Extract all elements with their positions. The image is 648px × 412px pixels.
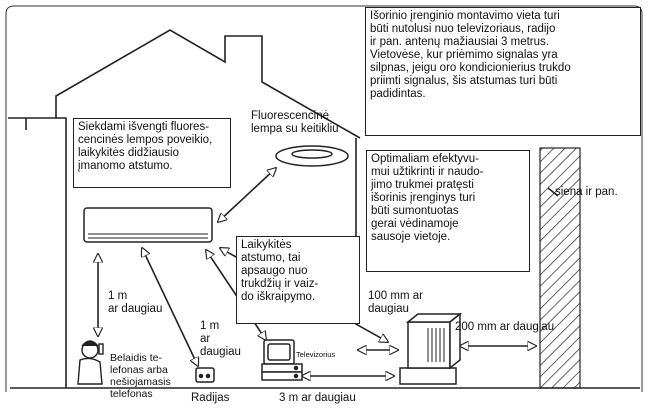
house: [8, 29, 640, 389]
wall-label: siena ir pan.: [555, 186, 618, 198]
three-meter-label: 3 m ar daugiau: [279, 392, 356, 404]
person-with-phone: [77, 340, 104, 385]
interference-note: Laikykitės atstumo, tai apsaugo nuo truk…: [236, 236, 360, 324]
wall: [539, 147, 581, 389]
tv-set: [261, 339, 303, 381]
radio-distance-label: 1 m ar daugiau: [200, 320, 241, 358]
phone-label: Belaidis te- lefonas arba nešiojamasis t…: [110, 352, 171, 400]
ventilation-note: Optimaliam efektyvu- mui užtikrinti ir n…: [366, 150, 530, 272]
radio-distance-arrow: [142, 248, 198, 366]
fluorescent-lamp: [275, 145, 349, 167]
fluorescent-lamp-label: Fluorescencinė lempa su keitikliu: [251, 110, 339, 135]
antenna-distance-note: Išorinio įrenginio montavimo vieta turi …: [365, 7, 641, 136]
wall-distance-label: 200 mm ar daugiau: [455, 321, 555, 333]
tv-label: Televizorius: [296, 350, 336, 359]
phone-distance-label: 1 m ar daugiau: [108, 290, 163, 315]
outdoor-unit: [399, 312, 463, 385]
wall-side-arrow: [547, 187, 559, 197]
lamp-distance-arrow: [218, 168, 276, 222]
fluorescent-note: Siekdami išvengti fluores- cencinės lemp…: [73, 118, 231, 188]
outdoor-distance-label: 100 mm ar daugiau: [368, 290, 423, 315]
indoor-unit: [83, 207, 213, 243]
outer-frame: [5, 5, 643, 392]
radio-label: Radijas: [191, 392, 230, 404]
radio: [195, 367, 215, 383]
